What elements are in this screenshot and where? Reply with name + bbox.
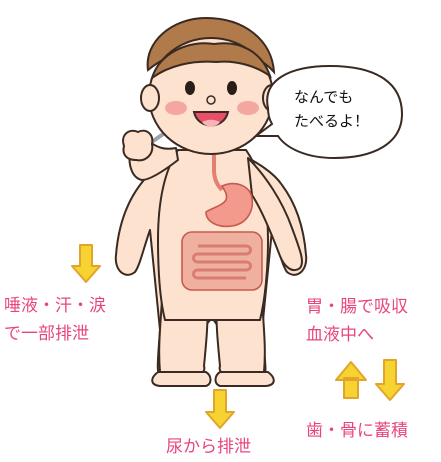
left-foot — [152, 372, 210, 386]
speech-bubble-line1: なんでも — [294, 86, 353, 108]
speech-bubble-line2: たべるよ！ — [294, 110, 369, 132]
right-cheek — [237, 101, 259, 115]
arrow-down-bottom — [206, 390, 234, 428]
right-eye — [227, 81, 237, 95]
label-teeth-bone-accumulate: 歯・骨に蓄積 — [306, 420, 408, 442]
right-foot — [216, 372, 274, 386]
label-into-blood: 血液中へ — [306, 324, 374, 346]
arrow-up-right — [336, 362, 366, 398]
left-ear — [141, 85, 159, 111]
left-eye — [185, 81, 195, 95]
arrow-down-left — [72, 245, 100, 282]
label-stomach-intestine-absorb: 胃・腸で吸収 — [306, 296, 408, 318]
label-urine-excretion: 尿から排泄 — [166, 436, 251, 458]
left-cheek — [165, 101, 187, 115]
label-saliva-sweat-tears: 唾液・汗・涙 — [4, 295, 106, 317]
arrow-down-right — [376, 360, 404, 400]
label-partial-excretion: で一部排泄 — [4, 323, 89, 345]
hand — [123, 131, 152, 161]
